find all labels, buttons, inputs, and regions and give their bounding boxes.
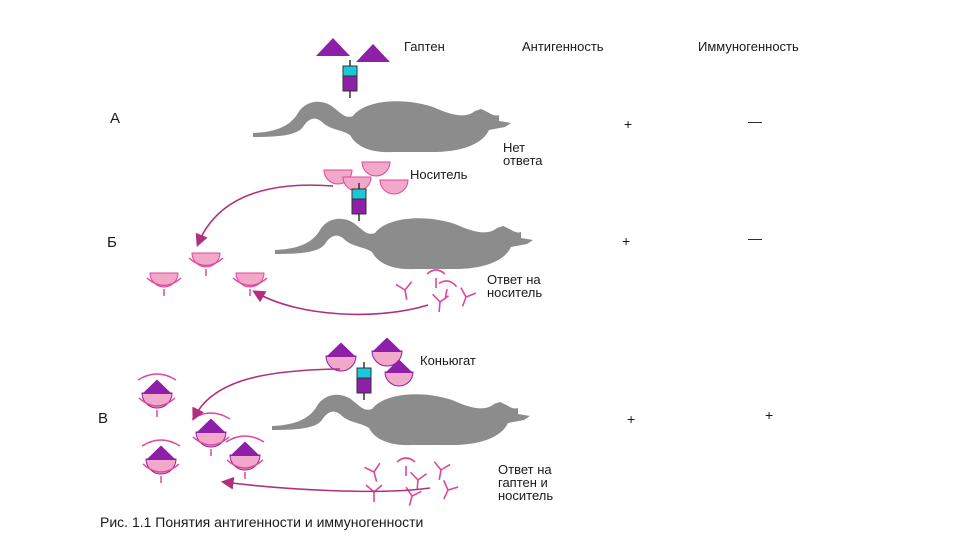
antibody-icon	[431, 462, 450, 482]
syringe-liquid	[352, 199, 366, 214]
figure-caption: Рис. 1.1 Понятия антигенности и иммуноге…	[100, 516, 423, 529]
antibody-arm	[427, 270, 445, 274]
antibody-arm-right	[448, 484, 458, 494]
antibody-arm-right	[404, 282, 413, 290]
antibody-arm-right	[441, 463, 450, 471]
antibody-stem	[409, 496, 412, 506]
antibody-arm-left	[410, 472, 419, 480]
antibody-arm-right	[466, 290, 476, 299]
antibody-arm	[397, 458, 415, 462]
syringe-icon	[343, 60, 357, 98]
mouse-body	[272, 394, 530, 445]
antibody-icon	[427, 270, 445, 288]
antibody-icon	[366, 485, 382, 502]
antibody-stem	[444, 490, 448, 499]
antibody-arm	[439, 280, 457, 287]
conjugate-hapten	[196, 419, 226, 434]
header-hapten: Гаптен	[404, 40, 445, 53]
antibody-arm-right	[440, 295, 449, 303]
antibody-icon	[409, 472, 426, 490]
conjugate-hapten	[372, 338, 402, 353]
hapten-triangle	[356, 44, 390, 62]
conjugate-carrier	[385, 372, 413, 386]
row-b-letter: Б	[107, 236, 117, 249]
conjugate-hapten	[142, 380, 172, 395]
antibody-icon	[364, 463, 384, 484]
syringe-liquid	[357, 378, 371, 393]
hapten-triangle	[316, 38, 350, 56]
response-c-label: Ответ на гаптен и носитель	[498, 463, 553, 502]
antibody-arm-left	[432, 294, 441, 302]
syringe-top	[352, 189, 366, 199]
antibody-arm-left	[441, 480, 451, 490]
flow-arrow	[224, 482, 430, 491]
bound-antibody-arc-top	[226, 436, 264, 442]
conjugate-hapten	[230, 442, 260, 457]
flow-arrow	[255, 292, 428, 314]
conjugate-hapten	[146, 446, 176, 461]
row-b-antigenicity: +	[622, 233, 630, 249]
mouse-silhouette	[275, 218, 533, 269]
response-b-label: Ответ на носитель	[487, 273, 542, 299]
antibody-icon	[396, 282, 415, 302]
antibody-stem	[417, 480, 418, 490]
carrier-halfdisk	[380, 180, 408, 194]
antibody-arm-left	[458, 288, 468, 297]
syringe-top	[343, 66, 357, 76]
antibody-stem	[439, 470, 441, 480]
flow-arrow	[198, 185, 333, 244]
bound-antibody-arc-top	[142, 440, 180, 446]
row-b-immunogenicity: —	[748, 230, 762, 246]
row-c-letter: В	[98, 412, 108, 425]
row-c-antigenicity: +	[627, 411, 635, 427]
antibody-arm-left	[433, 462, 442, 470]
bound-antibody-arc-top	[192, 413, 230, 419]
header-antigenicity: Антигенность	[522, 40, 604, 53]
antibody-icon	[431, 294, 448, 312]
antibody-stem	[463, 297, 466, 306]
syringe-icon	[357, 362, 371, 400]
antibody-stem	[439, 302, 440, 312]
antibody-stem	[374, 472, 377, 482]
header-immunogenicity: Иммуногенность	[698, 40, 799, 53]
bound-antibody-arc-top	[138, 374, 176, 380]
antibody-arm-left	[364, 465, 374, 474]
row-a-antigenicity: +	[624, 116, 632, 132]
row-a-letter: А	[110, 112, 120, 125]
mouse-body	[253, 101, 511, 152]
row-c-immunogenicity: +	[765, 407, 773, 423]
mouse-silhouette	[253, 101, 511, 152]
syringe-liquid	[343, 76, 357, 91]
antibody-icon	[437, 480, 459, 502]
antibody-arm-left	[404, 487, 414, 496]
syringe-top	[357, 368, 371, 378]
antibody-icon	[455, 288, 476, 309]
response-a-label: Нет ответа	[503, 141, 543, 167]
antibody-arm-left	[396, 283, 405, 291]
antibody-arm-right	[372, 463, 382, 472]
antibody-stem	[405, 290, 407, 300]
conjugate-hapten	[326, 343, 356, 358]
row-a-immunogenicity: —	[748, 113, 762, 129]
syringe-icon	[352, 183, 366, 221]
mouse-body	[275, 218, 533, 269]
carrier-halfdisk	[362, 162, 390, 176]
conjugate-label: Коньюгат	[420, 354, 476, 367]
carrier-label: Носитель	[410, 168, 467, 181]
antibody-arm-right	[418, 473, 427, 481]
mouse-silhouette	[272, 394, 530, 445]
